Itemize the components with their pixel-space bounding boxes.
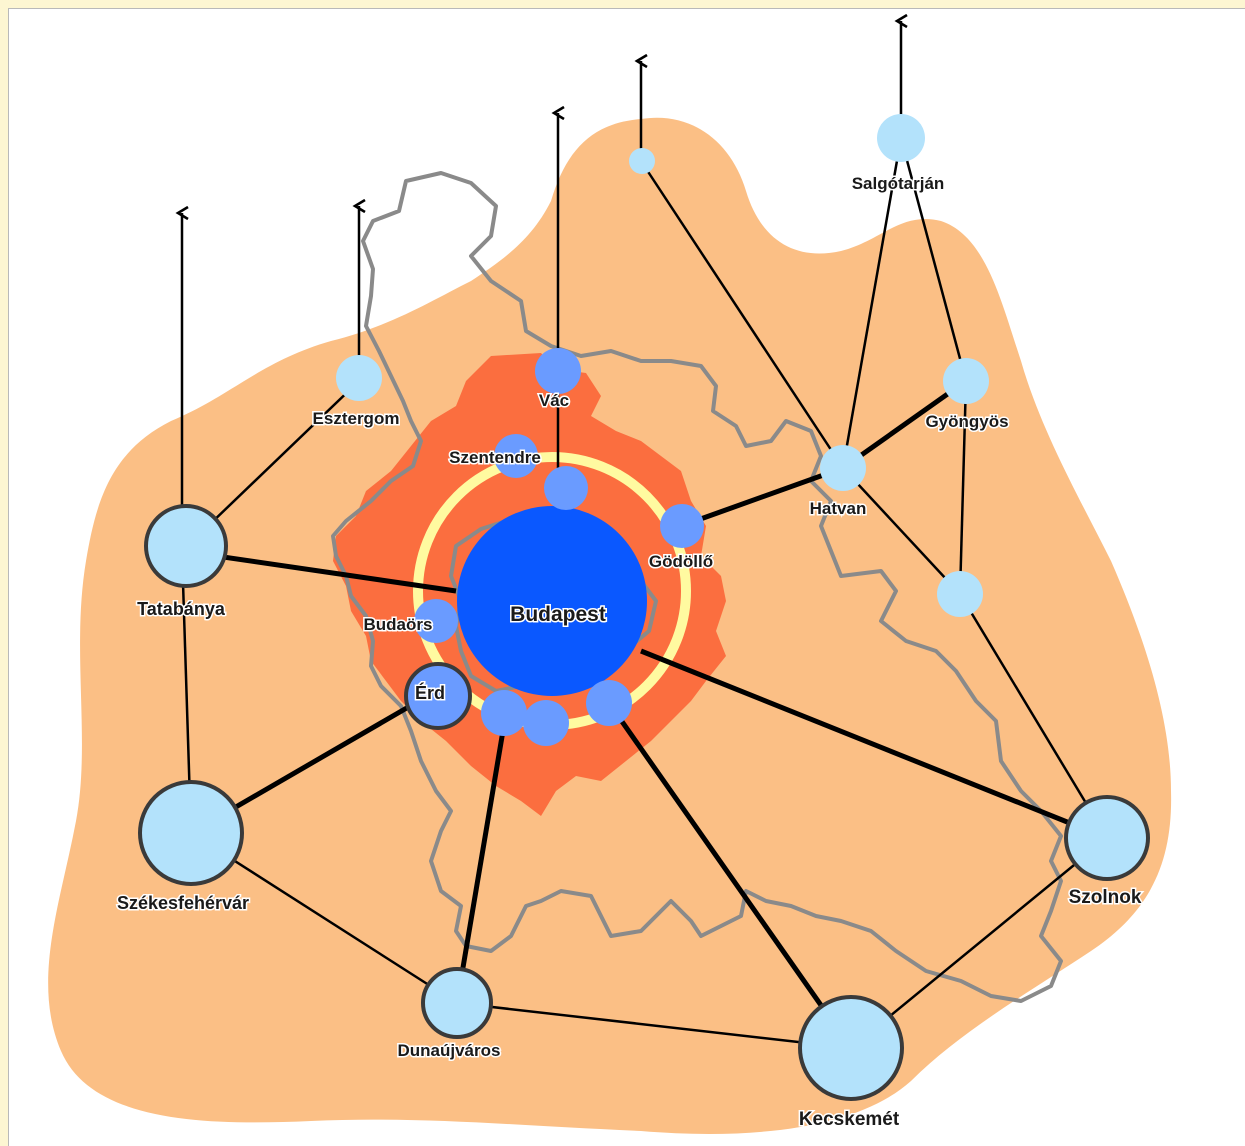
hatvan-label: Hatvan [810,499,867,518]
szekesfehervar-node [138,780,244,886]
outer-nodes [138,114,1150,1101]
link-dunaujvaros-kecskemet [456,1001,852,1050]
link-kecskemet-budapest [606,701,854,1050]
budapest-label: Budapest [510,603,606,626]
esztergom-label: Esztergom [313,409,400,428]
budaors-node [414,599,458,643]
szentendre-node [494,434,538,478]
link-kecskemet-szolnok [850,837,1108,1049]
link-hatvan-godollo [680,465,844,529]
hatvan-node [820,445,866,491]
budapest-node [457,506,647,696]
links-thick [181,378,1108,1050]
salgotarjan-label: Salgótarján [852,174,945,193]
kecskemet-label: Kecskemét [799,1109,900,1130]
szolnok-label: Szolnok [1069,887,1142,908]
link-tatabanya-budapest [181,548,457,594]
inner-nodes [404,348,704,746]
link-hatvan-salgotarjan [841,137,903,469]
salgotarjan-node [877,114,925,162]
vac-label: Vác [539,391,569,410]
godollo-node [660,504,704,548]
link-dunaujvaros-budapest [454,712,509,1004]
link-east-gyongyos [958,380,968,595]
south-node-3 [586,680,632,726]
links-thin [180,137,1109,1050]
gyongyos-label: Gyöngyös [925,412,1008,431]
south-node-2 [523,700,569,746]
kecskemet-node [798,995,904,1101]
vac-node [535,348,581,394]
tatabanya-node [144,504,228,588]
szolnok-node [1064,795,1150,881]
szentendre-label: Szentendre [449,448,541,467]
link-szolnok-budapest [640,648,1108,841]
link-hatvan-east [842,467,961,595]
regional-network-map: Budapest Vác Szentendre Gödöllő Budaörs … [48,9,1172,1134]
link-gyongyos-salgotarjan [899,137,968,382]
link-hatvan-north [639,160,845,469]
map-frame: Budapest Vác Szentendre Gödöllő Budaörs … [8,8,1245,1146]
dunaujvaros-node [421,967,493,1039]
east-node [937,571,983,617]
tatabanya-label: Tatabánya [137,599,226,619]
godollo-label: Gödöllő [649,552,713,571]
szekesfehervar-label: Székesfehérvár [117,893,249,913]
link-szolnok-east [958,593,1109,839]
south-node-1 [481,690,527,736]
erd-label: Érd [415,682,445,703]
north-ring-node [544,466,588,510]
gyongyos-node [943,358,989,404]
county-border [331,171,1063,1003]
erd-node [404,662,472,730]
dunaujvaros-label: Dunaújváros [398,1041,501,1060]
city-labels: Budapest Vác Szentendre Gödöllő Budaörs … [115,173,1143,1132]
link-hatvan-gyongyos [841,378,968,471]
north-node [629,148,655,174]
esztergom-node [336,355,382,401]
budaors-label: Budaörs [364,615,433,634]
